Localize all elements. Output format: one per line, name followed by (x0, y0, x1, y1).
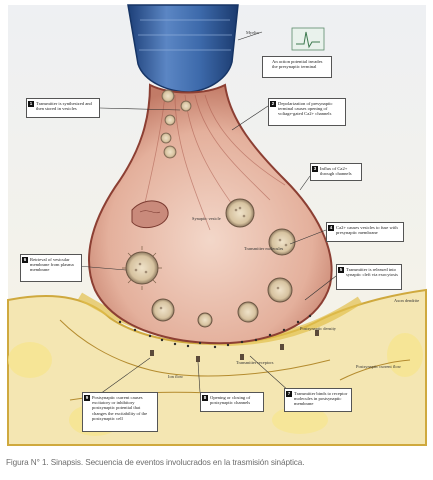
receptor-channels (150, 330, 319, 362)
action-potential-trace (296, 31, 320, 49)
coated-vesicle-spikes (122, 246, 162, 290)
callout-step-1: 1 Transmitter is synthesized and then st… (26, 98, 100, 118)
callout-action-potential: An action potential invades the presynap… (262, 56, 332, 78)
callout-number: 1 (28, 101, 34, 107)
synaptic-vesicles (125, 198, 296, 328)
callout-text: An action potential invades the presynap… (272, 59, 323, 70)
label-ion-flow: Ion flow (168, 374, 183, 379)
transmitter-molecules (134, 206, 288, 310)
callout-number: 4 (328, 225, 334, 231)
callout-text: Retrieval of vesicular membrane from pla… (30, 257, 74, 273)
callout-text: Transmitter is synthesized and then stor… (36, 101, 92, 112)
callout-number: 3 (312, 166, 318, 172)
callout-step-6: 6 Retrieval of vesicular membrane from p… (20, 254, 82, 282)
callout-step-9: 9 Postsynaptic current causes excitatory… (82, 392, 158, 432)
label-postsynaptic-density: Postsynaptic density (300, 326, 336, 331)
leader-lines (77, 31, 337, 395)
figure-caption: Figura N° 1. Sinapsis. Secuencia de even… (6, 458, 305, 467)
callout-step-7: 7 Transmitter binds to receptor molecule… (284, 388, 352, 412)
callout-text: Ca2+ causes vesicles to fuse with presyn… (336, 225, 398, 236)
callout-number: 8 (202, 395, 208, 401)
callout-number: 5 (338, 267, 344, 273)
callout-text: Postsynaptic current causes excitatory o… (92, 395, 148, 421)
dendritic-spine (272, 406, 328, 434)
callout-step-4: 4 Ca2+ causes vesicles to fuse with pres… (326, 222, 404, 242)
callout-text: Influx of Ca2+ through channels (320, 166, 352, 177)
callout-step-8: 8 Opening or closing of postsynaptic cha… (200, 392, 264, 412)
callout-number: 7 (286, 391, 292, 397)
label-transmitter-molecules: Transmitter molecules (244, 246, 284, 251)
callout-number: 6 (22, 257, 28, 263)
callout-step-2: 2 Depolarization of presynaptic terminal… (268, 98, 346, 126)
dendritic-spine (387, 333, 423, 377)
myelin-layers (138, 19, 232, 51)
action-potential-inset (291, 27, 325, 51)
callout-step-3: 3 Influx of Ca2+ through channels (310, 163, 362, 181)
callout-number: 2 (270, 101, 276, 107)
callout-text: Transmitter is released into synaptic cl… (346, 267, 398, 278)
label-postsynaptic-current-flow: Postsynaptic current flow (356, 364, 401, 369)
label-myelin: Myelin (246, 30, 259, 35)
callout-text: Depolarization of presynaptic terminal c… (278, 101, 333, 117)
vesicles-top (160, 89, 192, 159)
label-axon-dendrite: Axon dendrite (394, 298, 420, 303)
label-synaptic-vesicle: Synaptic vesicle (192, 216, 221, 221)
callout-step-5: 5 Transmitter is released into synaptic … (336, 264, 402, 290)
callout-text: Opening or closing of postsynaptic chann… (210, 395, 251, 406)
dendritic-spine (8, 342, 52, 378)
mitochondrion (131, 200, 169, 229)
callout-text: Transmitter binds to receptor molecules … (294, 391, 348, 407)
released-transmitter (118, 314, 312, 349)
label-transmitter-receptors: Transmitter receptors (236, 360, 274, 365)
callout-number: 9 (84, 395, 90, 401)
